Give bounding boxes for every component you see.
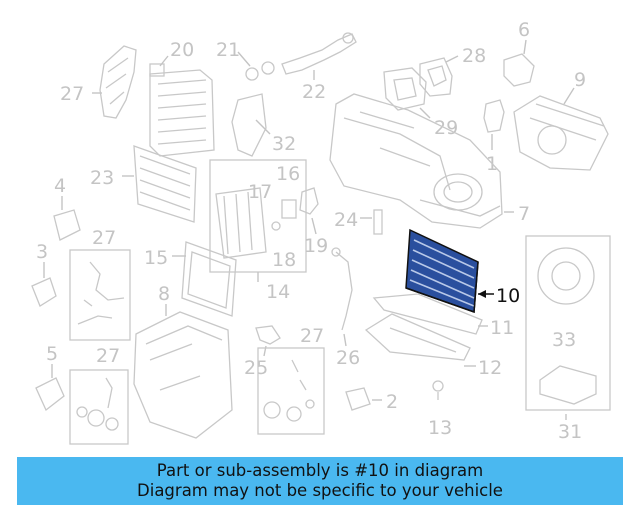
part-23-evaporator: 23 — [90, 145, 197, 223]
callout-4: 4 — [54, 175, 66, 197]
callout-25: 25 — [244, 357, 268, 379]
callout-19: 19 — [304, 235, 328, 257]
banner-line-2: Diagram may not be specific to your vehi… — [137, 481, 503, 500]
part-9-blower-housing: 9 — [513, 69, 609, 171]
callout-32: 31 — [558, 421, 582, 443]
part-8-housing-lower: 8 — [133, 283, 233, 439]
callout-9: 9 — [574, 69, 586, 91]
part-31-bracket: 32 — [231, 93, 296, 157]
part-5-actuator: 5 — [35, 343, 65, 412]
callout-20: 20 — [170, 39, 194, 61]
part-27-hose-group: 27 — [69, 227, 131, 341]
part-2-sensor: 2 — [345, 387, 398, 413]
part-1-actuator: 1 — [483, 99, 505, 175]
part-27-hose-kit: 27 — [69, 345, 129, 445]
callout-33: 33 — [552, 329, 576, 351]
callout-30: 27 — [60, 83, 84, 105]
callout-16: 16 — [276, 163, 300, 185]
callout-31: 32 — [272, 133, 296, 155]
part-11-cover: 11 — [372, 293, 514, 339]
callout-22: 22 — [302, 81, 326, 103]
callout-8: 8 — [158, 283, 170, 305]
part-13-fastener: 13 — [428, 380, 452, 439]
callout-7: 7 — [518, 203, 530, 225]
part-28-gasket: 28 — [419, 45, 486, 97]
callout-23: 23 — [90, 167, 114, 189]
part-12-panel: 12 — [364, 313, 502, 379]
part-3-actuator: 3 — [31, 241, 57, 307]
callout-6: 6 — [518, 19, 530, 41]
callout-17: 17 — [248, 181, 272, 203]
callout-13: 13 — [428, 417, 452, 439]
part-19-valve: 19 — [299, 187, 328, 257]
parts-diagram: 27 20 21 22 28 2 9 6 — [31, 19, 611, 445]
callout-12: 12 — [478, 357, 502, 379]
part-25-connector: 25 — [244, 325, 281, 379]
part-6-bracket: 6 — [503, 19, 535, 87]
callout-18: 18 — [272, 249, 296, 271]
callout-15: 15 — [144, 247, 168, 269]
part-14-group: 14 16 17 18 — [209, 159, 307, 303]
part-20-heater-core: 20 — [149, 39, 215, 157]
callout-10: 10 — [496, 285, 520, 307]
part-7-hvac-housing: 7 — [329, 93, 530, 229]
callout-11: 11 — [490, 317, 514, 339]
callout-14: 14 — [266, 281, 290, 303]
part-30-bracket: 27 — [60, 45, 137, 119]
part-24-sensor: 24 — [334, 209, 383, 235]
callout-26: 26 — [336, 347, 360, 369]
banner-line-1: Part or sub-assembly is #10 in diagram — [156, 461, 484, 480]
callout-5: 5 — [46, 343, 58, 365]
part-32-group: 33 31 — [525, 235, 611, 443]
callout-27c: 27 — [96, 345, 120, 367]
callout-2: 2 — [386, 391, 398, 413]
part-4-actuator: 4 — [53, 175, 81, 241]
info-banner: Part or sub-assembly is #10 in diagram D… — [17, 457, 623, 505]
part-22-pipe: 22 — [281, 32, 357, 103]
callout-27a: 27 — [92, 227, 116, 249]
part-21-seal: 21 — [216, 39, 275, 81]
part-26-hose: 26 — [331, 247, 360, 369]
part-10-cabin-filter: 10 — [405, 228, 520, 314]
callout-24: 24 — [334, 209, 358, 231]
part-27-seal-group: 27 — [257, 325, 325, 435]
callout-27b: 27 — [300, 325, 324, 347]
callout-28: 28 — [462, 45, 486, 67]
callout-21: 21 — [216, 39, 240, 61]
part-15-frame: 15 — [144, 241, 237, 317]
callout-3: 3 — [36, 241, 48, 263]
